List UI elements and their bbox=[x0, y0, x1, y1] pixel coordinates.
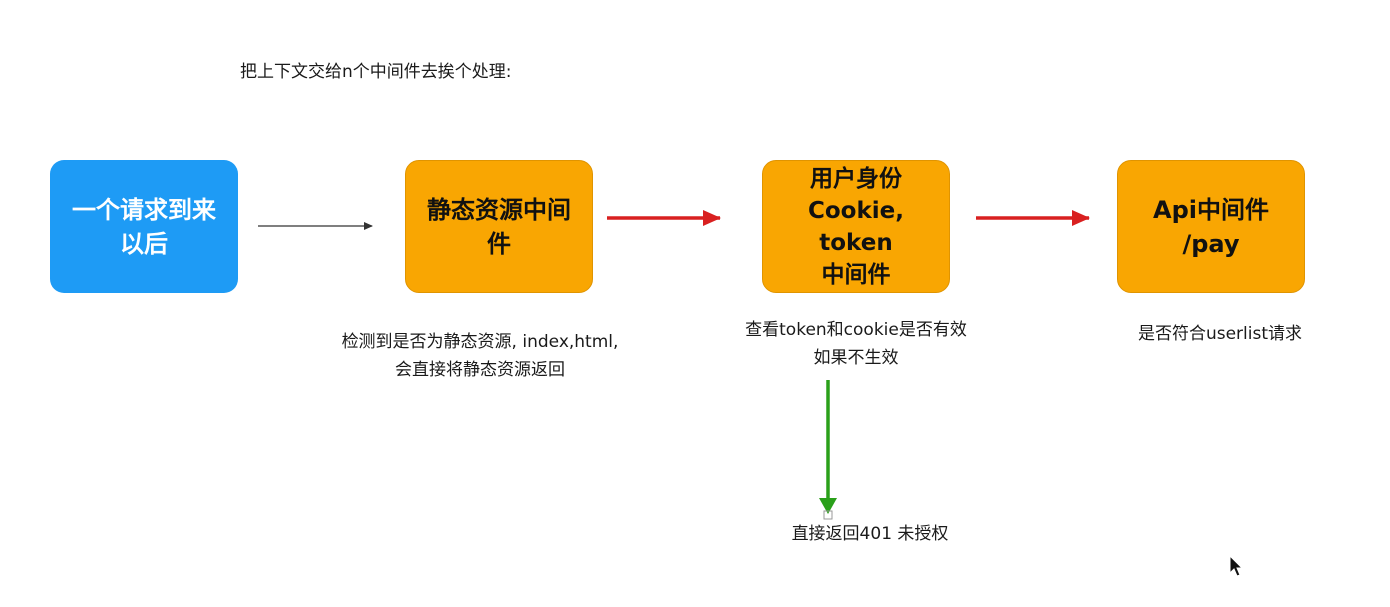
api-node-line1: Api中间件 bbox=[1153, 195, 1269, 224]
static-note-line2: 会直接将静态资源返回 bbox=[395, 360, 565, 380]
auth-node-line2: Cookie, token bbox=[808, 197, 904, 256]
reject-note: 直接返回401 未授权 bbox=[760, 520, 980, 548]
static-middleware-node: 静态资源中间 件 bbox=[405, 160, 593, 293]
auth-note-line2: 如果不生效 bbox=[813, 348, 899, 368]
static-note: 检测到是否为静态资源, index,html, 会直接将静态资源返回 bbox=[300, 328, 660, 384]
api-node-line2: /pay bbox=[1182, 229, 1240, 258]
diagram-heading: 把上下文交给n个中间件去挨个处理: bbox=[240, 62, 512, 82]
auth-node-line1: 用户身份 bbox=[810, 165, 902, 192]
mouse-cursor-icon bbox=[1229, 554, 1244, 577]
request-node: 一个请求到来 以后 bbox=[50, 160, 238, 293]
auth-note-line1: 查看token和cookie是否有效 bbox=[745, 320, 967, 340]
reject-note-line1: 直接返回401 未授权 bbox=[791, 524, 949, 544]
request-node-line1: 一个请求到来 bbox=[72, 195, 216, 224]
request-node-line2: 以后 bbox=[120, 229, 168, 258]
arrow-end-marker bbox=[823, 510, 833, 520]
api-middleware-node: Api中间件 /pay bbox=[1117, 160, 1305, 293]
auth-middleware-node: 用户身份 Cookie, token 中间件 bbox=[762, 160, 950, 293]
static-node-line1: 静态资源中间 bbox=[427, 195, 571, 224]
api-note: 是否符合userlist请求 bbox=[1100, 320, 1340, 348]
auth-note: 查看token和cookie是否有效 如果不生效 bbox=[706, 316, 1006, 372]
arrow-auth-to-reject-head bbox=[819, 498, 837, 514]
static-node-line2: 件 bbox=[487, 229, 511, 258]
static-note-line1: 检测到是否为静态资源, index,html, bbox=[341, 332, 619, 352]
auth-node-line3: 中间件 bbox=[821, 261, 891, 288]
api-note-line1: 是否符合userlist请求 bbox=[1137, 324, 1303, 344]
